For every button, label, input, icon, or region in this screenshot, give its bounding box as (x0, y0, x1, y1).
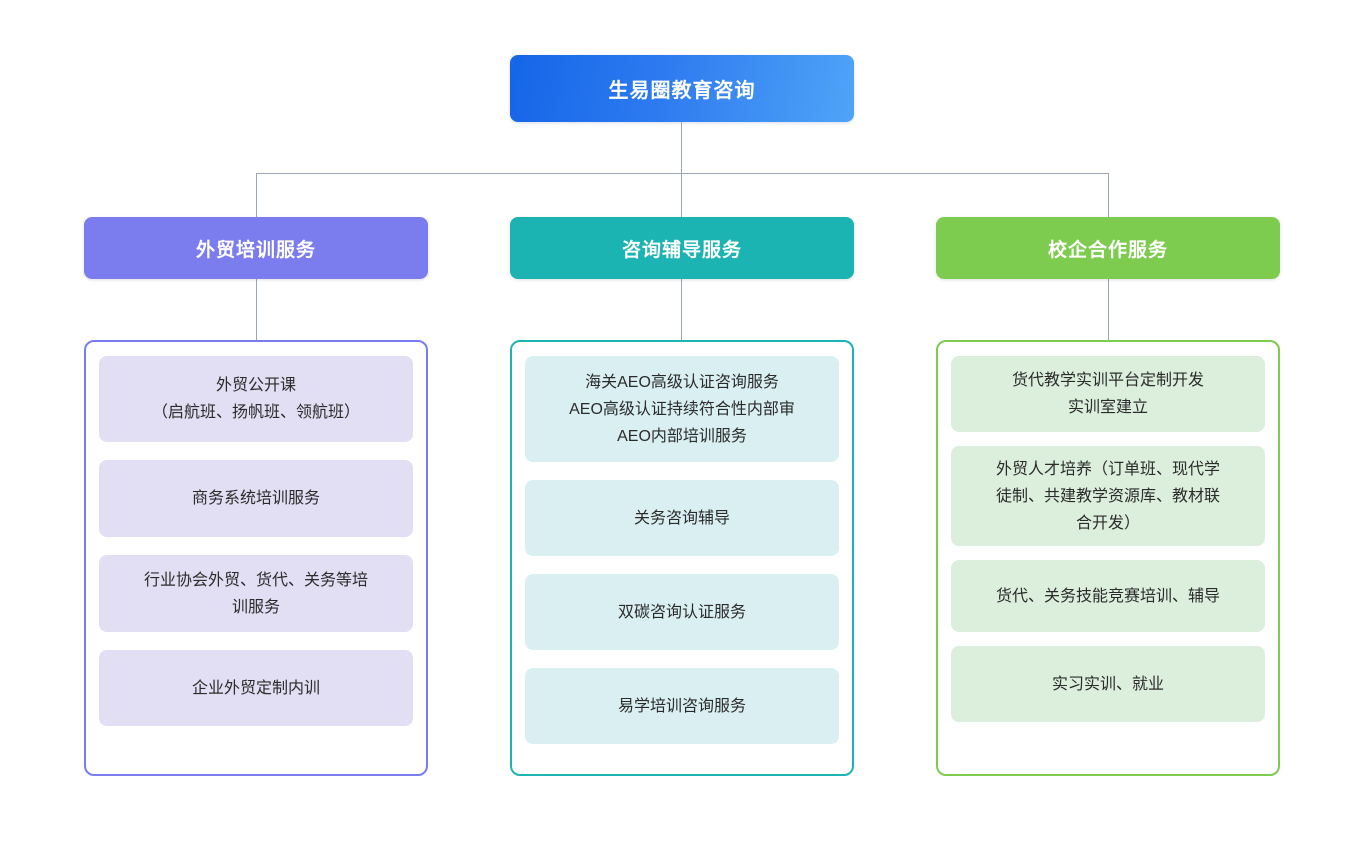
item-card[interactable]: 外贸公开课 （启航班、扬帆班、领航班） (99, 356, 413, 442)
branch-items-container-waimao-peixun: 外贸公开课 （启航班、扬帆班、领航班） 商务系统培训服务 行业协会外贸、货代、关… (84, 340, 428, 776)
connector-horizontal-bus (256, 173, 1108, 174)
item-card[interactable]: 双碳咨询认证服务 (525, 574, 839, 650)
connector-drop-center (681, 173, 682, 217)
connector-header-to-box-left (256, 279, 257, 340)
branch-header-label: 咨询辅导服务 (621, 239, 742, 261)
branch-header-zixun-fudao[interactable]: 咨询辅导服务 (510, 217, 854, 279)
item-card[interactable]: 货代、关务技能竞赛培训、辅导 (951, 560, 1265, 632)
item-card[interactable]: 货代教学实训平台定制开发 实训室建立 (951, 356, 1265, 432)
connector-drop-left (256, 173, 257, 217)
root-node[interactable]: 生易圈教育咨询 (510, 55, 854, 122)
item-card[interactable]: 易学培训咨询服务 (525, 668, 839, 744)
item-card[interactable]: 企业外贸定制内训 (99, 650, 413, 726)
branch-items-container-zixun-fudao: 海关AEO高级认证咨询服务 AEO高级认证持续符合性内部审 AEO内部培训服务 … (510, 340, 854, 776)
connector-root-stem (681, 122, 682, 173)
item-card[interactable]: 海关AEO高级认证咨询服务 AEO高级认证持续符合性内部审 AEO内部培训服务 (525, 356, 839, 462)
item-card[interactable]: 外贸人才培养（订单班、现代学 徒制、共建教学资源库、教材联 合开发） (951, 446, 1265, 546)
branch-header-label: 校企合作服务 (1047, 239, 1168, 261)
item-card[interactable]: 商务系统培训服务 (99, 460, 413, 537)
connector-header-to-box-center (681, 279, 682, 340)
item-card[interactable]: 关务咨询辅导 (525, 480, 839, 556)
item-card[interactable]: 实习实训、就业 (951, 646, 1265, 722)
branch-header-xiaoqi-hezuo[interactable]: 校企合作服务 (936, 217, 1280, 279)
branch-header-waimao-peixun[interactable]: 外贸培训服务 (84, 217, 428, 279)
branch-header-label: 外贸培训服务 (195, 239, 316, 261)
branch-items-container-xiaoqi-hezuo: 货代教学实训平台定制开发 实训室建立 外贸人才培养（订单班、现代学 徒制、共建教… (936, 340, 1280, 776)
connector-header-to-box-right (1108, 279, 1109, 340)
root-node-label: 生易圈教育咨询 (608, 80, 756, 102)
connector-drop-right (1108, 173, 1109, 217)
item-card[interactable]: 行业协会外贸、货代、关务等培 训服务 (99, 555, 413, 632)
